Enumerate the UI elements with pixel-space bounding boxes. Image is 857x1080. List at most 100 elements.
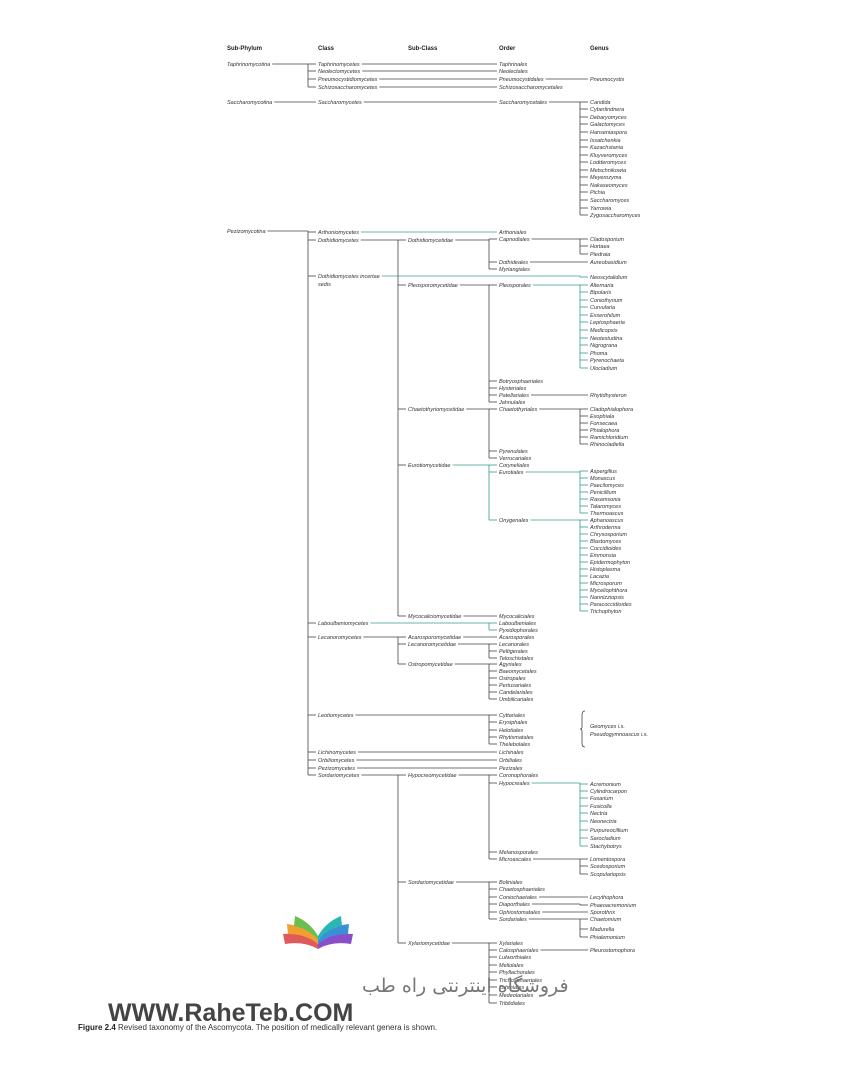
taxon-g-lecythophora: Lecythophora xyxy=(590,895,623,901)
taxon-g-alternaria: Alternaria xyxy=(589,283,614,289)
taxon-o-orbiliales: Orbiliales xyxy=(499,758,522,764)
taxon-sc-acaro: Acarosporomycetidae xyxy=(407,635,461,641)
taxon-g-yarrowia: Yarrowia xyxy=(590,206,611,212)
taxon-o-chaetothyriales: Chaetothyriales xyxy=(499,407,537,413)
taxon-g-histoplasma: Histoplasma xyxy=(590,567,620,573)
taxon-g-lomentospora: Lomentospora xyxy=(590,857,625,863)
taxon-g-aspergillus: Aspergillus xyxy=(589,469,617,475)
taxon-g-rasamsonia: Rasamsonia xyxy=(590,497,621,503)
figure-caption: Figure 2.4 Revised taxonomy of the Ascom… xyxy=(78,1023,437,1032)
taxon-g-cladophialophora: Cladophialophora xyxy=(590,407,633,413)
taxon-g-nectria: Nectria xyxy=(590,811,607,817)
taxon-g-debaryomyces: Debaryomyces xyxy=(590,115,627,121)
taxon-o-arthoniales: Arthoniales xyxy=(498,230,527,236)
taxon-g-thermoascus: Thermoascus xyxy=(590,511,624,517)
taxon-o-medeolariales: Medeolariales xyxy=(499,993,533,999)
taxon-g-rhytidhysteron: Rhytidhysteron xyxy=(590,393,627,399)
taxon-g-stachybotrys: Stachybotrys xyxy=(590,844,622,850)
taxon-g-cyberlindnera: Cyberlindnera xyxy=(590,107,624,113)
taxon-o-pneumocystidales: Pneumocystidales xyxy=(499,77,544,83)
taxon-g-sporothrix: Sporothrix xyxy=(590,910,615,916)
tree-connectors xyxy=(267,63,588,1004)
taxon-sc-doth: Dothidiomycetidae xyxy=(408,238,453,244)
taxon-g-aureobasidium: Aureobasidium xyxy=(589,260,627,266)
taxon-g-phialophora: Phialophora xyxy=(590,428,619,434)
taxon-o-myriangiales: Myriangiales xyxy=(499,267,530,273)
taxon-c-taphrino: Taphrinomycetes xyxy=(318,62,360,68)
taxon-c-sacch: Saccharomycetes xyxy=(318,100,362,106)
taxon-c-labo: Laboulbeniomycetes xyxy=(318,621,369,627)
taxon-g-pneumocystis: Pneumocystis xyxy=(590,77,624,83)
taxon-c-schizo: Schizosaccharomycetes xyxy=(318,85,378,91)
taxon-o-capnodiales: Capnodiales xyxy=(499,237,530,243)
open-book-icon xyxy=(283,916,353,949)
taxon-c-leotio: Leotiomycetes xyxy=(318,713,354,719)
taxon-g-epidermophyton: Epidermophyton xyxy=(590,560,630,566)
taxon-o-patellariales: Patellariales xyxy=(499,393,529,399)
taxon-o-botryo: Botryosphaeriales xyxy=(499,379,543,385)
taxon-g-blastomyces: Blastomyces xyxy=(590,539,621,545)
taxon-g-ramichloridium: Ramichloridium xyxy=(590,435,628,441)
taxon-g-sarocladium: Sarocladium xyxy=(590,836,621,842)
taxon-c-pezizo: Pezizomycetes xyxy=(318,766,355,772)
taxon-o-meliolales: Meliolales xyxy=(499,963,524,969)
taxon-g-phialemonium: Phialemonium xyxy=(590,935,625,941)
taxon-g-rhinocladiella: Rhinocladiella xyxy=(590,442,624,448)
taxon-o-coronophorales: Coronophorales xyxy=(499,773,538,779)
taxon-o-coniochaetales: Coniochaetales xyxy=(499,895,537,901)
taxon-o-helotiales: Helotiales xyxy=(499,728,523,734)
taxon-g-fusarium: Fusarium xyxy=(590,796,613,802)
taxon-c-lecano: Lecanoromycetes xyxy=(318,635,362,641)
tree-nodes: TaphrinomycotinaSaccharomycotinaPezizomy… xyxy=(227,62,648,1007)
taxon-o-baeomycetales: Baeomycetales xyxy=(499,669,537,675)
taxon-o-hysteriales: Hysteriales xyxy=(499,386,526,392)
taxon-g-fusicolla: Fusicolla xyxy=(590,804,612,810)
taxon-s-sacch: Saccharomycotina xyxy=(227,100,272,106)
taxon-s-pez: Pezizomycotina xyxy=(227,229,266,235)
taxon-o-schizo: Schizosaccharomycetales xyxy=(499,85,563,91)
taxon-g-saccharomyces: Saccharomyces xyxy=(590,198,629,204)
taxon-g-myceliophthora: Myceliophthora xyxy=(590,588,627,594)
taxon-o-mycocaliciales: Mycocaliciales xyxy=(499,614,535,620)
taxon-g-aphanoascus: Aphanoascus xyxy=(589,518,624,524)
taxon-g-exophiala: Exophiala xyxy=(590,414,614,420)
taxon-o-pertusariales: Pertusariales xyxy=(499,683,531,689)
taxon-o-pleosporales: Pleosporales xyxy=(499,283,531,289)
taxon-sc-sord: Sordariomycetidae xyxy=(408,880,454,886)
taxon-o-cyttariales: Cyttariales xyxy=(499,713,525,719)
taxon-g-paracoccidioides: Paracoccidioides xyxy=(590,602,632,608)
taxon-sc-lecano: Lecanoromycetidae xyxy=(408,642,456,648)
taxon-sc-xyl: Xylariomycetidae xyxy=(407,941,450,947)
taxon-s-taph: Taphrinomycotina xyxy=(227,62,270,68)
taxon-o-laboulbeniales: Laboulbeniales xyxy=(499,621,536,627)
taxon-g-pyrenochaeta: Pyrenochaeta xyxy=(590,358,624,364)
taxon-g-medicopsis: Medicopsis xyxy=(590,328,618,334)
taxon-g-pseudogymnoascus: Pseudogymnoascus i.s. xyxy=(590,732,648,738)
taxon-g-nannizziopsis: Nannizziopsis xyxy=(590,595,624,601)
taxon-g-phoma: Phoma xyxy=(590,351,607,357)
taxon-g-neoscytalidium: Neoscytalidium xyxy=(590,275,628,281)
taxon-o-pezizales: Pezizales xyxy=(499,766,523,772)
taxon-g-fonsecaea: Fonsecaea xyxy=(590,421,617,427)
taxon-o-ophiostomatales: Ophiostomatales xyxy=(499,910,541,916)
taxon-o-coryneliales: Coryneliales xyxy=(499,463,530,469)
taxon-c-pneumo: Pneumocystidiomycetes xyxy=(318,77,378,83)
taxon-g-exserohilum: Exserohilum xyxy=(590,313,621,319)
taxon-g-piedraia: Piedraia xyxy=(590,252,610,258)
taxon-o-candelariales: Candelariales xyxy=(499,690,533,696)
taxon-g-scopulariopsis: Scopulariopsis xyxy=(590,872,626,878)
taxon-g-neonectria: Neonectria xyxy=(590,819,617,825)
taxon-g-pichia: Pichia xyxy=(590,190,605,196)
svg-text:Figure 2.4 Revised taxonomy of: Figure 2.4 Revised taxonomy of the Ascom… xyxy=(78,1023,437,1032)
taxon-o-phyllachorales: Phyllachorales xyxy=(499,970,535,976)
taxon-o-lecanorales: Lecanorales xyxy=(499,642,529,648)
taxon-g-ulocladium: Ulocladium xyxy=(590,366,618,372)
taxon-o-taphrinales: Taphrinales xyxy=(499,62,527,68)
taxon-g-nigrograna: Nigrograna xyxy=(590,343,617,349)
taxon-o-rhytismatales: Rhytismatales xyxy=(499,735,534,741)
header-sub-class: Sub-Class xyxy=(408,46,438,52)
taxon-g-leptosphaeria: Leptosphaeria xyxy=(590,320,625,326)
taxon-c-sordario: Sordariomycetes xyxy=(318,773,360,779)
taxon-c-neolecto: Neolectomycetes xyxy=(318,69,360,75)
